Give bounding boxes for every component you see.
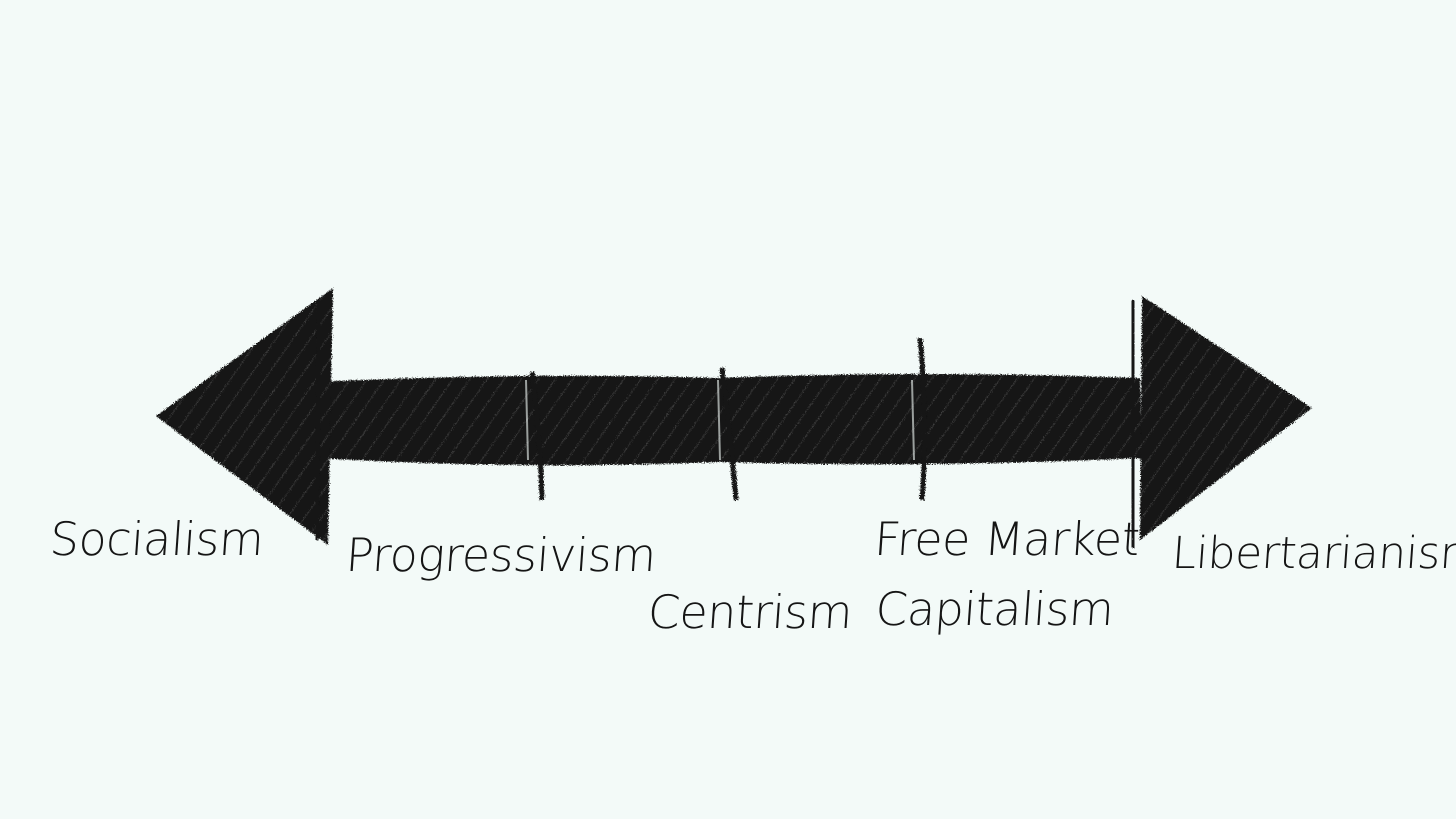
label-socialism: Socialism	[48, 512, 266, 566]
label-free-market-line2: Capitalism	[873, 582, 1116, 636]
label-libertarianism: Libertarianism	[1170, 528, 1456, 579]
label-centrism: Centrism	[646, 585, 854, 639]
divider-3	[917, 337, 928, 501]
label-free-market-line1: Free Market	[872, 512, 1142, 566]
right-arrowhead	[1140, 296, 1312, 540]
segment-dividers	[529, 337, 928, 501]
divider-2	[719, 367, 739, 501]
label-free-market-capitalism: Free Market Capitalism	[868, 512, 1142, 636]
left-arrowhead	[156, 288, 333, 545]
divider-1	[529, 371, 545, 501]
label-progressivism: Progressivism	[344, 528, 658, 582]
